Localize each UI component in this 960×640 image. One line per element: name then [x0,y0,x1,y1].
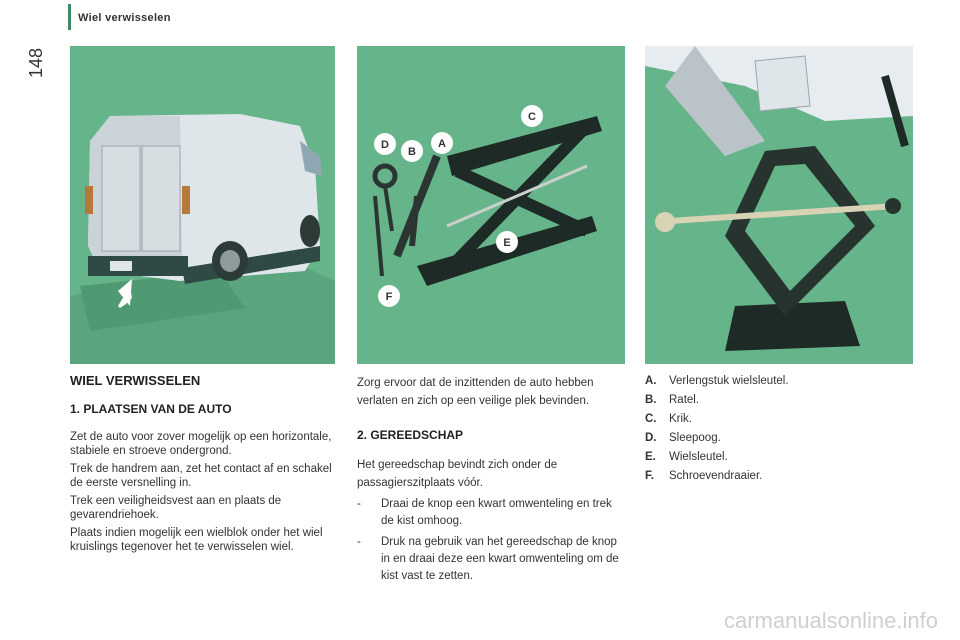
svg-text:C: C [528,111,536,123]
page-header-title: Wiel verwisselen [78,12,171,24]
watermark: carmanualsonline.info [723,608,938,633]
paragraph: Trek de handrem aan, zet het contact af … [70,463,332,489]
tools-illustration: C D B A E F [357,46,625,364]
dash-marker: - [357,536,361,548]
legend-item: B.Ratel. [645,394,700,406]
paragraph: Plaats indien mogelijk een wielblok onde… [70,527,323,553]
svg-text:F: F [386,291,393,303]
section-heading-positioning: 1. PLAATSEN VAN DE AUTO [70,402,232,416]
callout-e: E [496,231,518,253]
list-item-text: Draai de knop een kwart omwenteling en t… [381,498,612,527]
legend-item: A.Verlengstuk wielsleutel. [645,375,789,387]
svg-text:A: A [438,138,446,150]
legend-item: D.Sleepoog. [645,432,721,444]
legend-item: E.Wielsleutel. [645,451,728,463]
svg-text:B: B [408,146,416,158]
tools-legend: A.Verlengstuk wielsleutel. B.Ratel. C.Kr… [645,374,913,488]
callout-a: A [431,132,453,154]
callout-d: D [374,133,396,155]
list-item: - Druk na gebruik van het gereedschap de… [357,534,625,585]
callout-c: C [521,105,543,127]
list-item-text: Druk na gebruik van het gereedschap de k… [381,536,619,582]
svg-text:E: E [503,237,510,249]
column-tools: Zorg ervoor dat de inzittenden de auto h… [357,374,625,589]
paragraph: Zet de auto voor zover mogelijk op een h… [70,431,332,457]
page-number: 148 [26,47,46,78]
column-vehicle-positioning: WIEL VERWISSELEN 1. PLAATSEN VAN DE AUTO… [70,374,340,558]
dash-marker: - [357,498,361,510]
header-accent-bar [68,4,71,30]
list-item: - Draai de knop een kwart omwenteling en… [357,496,625,530]
callout-b: B [401,140,423,162]
paragraph: Het gereedschap bevindt zich onder de pa… [357,459,558,489]
callout-f: F [378,285,400,307]
svg-text:D: D [381,139,389,151]
section-heading-tools: 2. GEREEDSCHAP [357,428,464,442]
legend-item: C.Krik. [645,413,692,425]
intro-paragraph: Zorg ervoor dat de inzittenden de auto h… [357,377,594,407]
van-illustration [70,46,335,364]
paragraph: Trek een veiligheidsvest aan en plaats d… [70,495,282,521]
legend-item: F.Schroevendraaier. [645,470,763,482]
main-heading: WIEL VERWISSELEN [70,373,201,388]
jack-illustration [645,46,913,364]
